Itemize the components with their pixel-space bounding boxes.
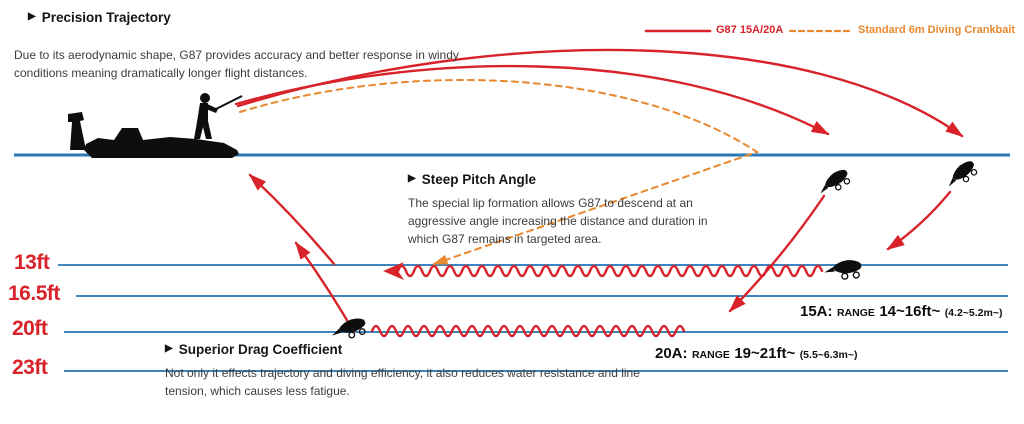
legend-label-g87: G87 15A/20A bbox=[716, 24, 784, 36]
retrieve-arrow-15a bbox=[248, 173, 336, 266]
range-15a-word: RANGE bbox=[836, 307, 875, 319]
triangle-marker-icon: ▶ bbox=[28, 10, 36, 22]
steep-pitch-angle-title-text: Steep Pitch Angle bbox=[421, 172, 536, 187]
precision-trajectory-body: Due to its aerodynamic shape, G87 provid… bbox=[14, 48, 459, 80]
swim-wave-20a bbox=[370, 324, 686, 338]
swim-wave-15a-arrowhead bbox=[383, 262, 404, 280]
range-label-15a: 15A: RANGE 14~16ft~ (4.2~5.2m~) bbox=[800, 303, 1002, 321]
range-20a-value: 19~21ft~ bbox=[734, 345, 796, 362]
steep-pitch-angle-body: The special lip formation allows G87 to … bbox=[408, 196, 708, 246]
range-label-20a: 20A: RANGE 19~21ft~ (5.5~6.3m~) bbox=[655, 345, 857, 363]
depth-label-23ft: 23ft bbox=[12, 356, 48, 379]
superior-drag-coefficient-body: Not only it effects trajectory and divin… bbox=[165, 366, 640, 398]
cast-curve-far bbox=[236, 48, 964, 138]
angler-silhouette bbox=[194, 93, 218, 139]
triangle-marker-icon: ▶ bbox=[165, 342, 173, 354]
crankbait-surface-near-icon bbox=[814, 165, 854, 201]
depth-label-13ft: 13ft bbox=[14, 251, 50, 274]
boat-silhouette bbox=[68, 112, 239, 158]
fishing-rod bbox=[213, 95, 243, 111]
superior-drag-coefficient-title: ▶ Superior Drag Coefficient bbox=[165, 342, 342, 357]
range-15a-metric: (4.2~5.2m~) bbox=[944, 307, 1003, 319]
crankbait-surface-far-icon bbox=[942, 157, 981, 194]
depth-label-16-5ft: 16.5ft bbox=[8, 282, 60, 305]
dive-arrow-15a bbox=[886, 190, 952, 251]
range-20a-model: 20A: bbox=[655, 345, 688, 362]
depth-label-20ft: 20ft bbox=[12, 317, 48, 340]
swim-wave-15a bbox=[396, 264, 824, 278]
range-15a-model: 15A: bbox=[800, 303, 833, 320]
range-20a-metric: (5.5~6.3m~) bbox=[799, 349, 858, 361]
crankbait-20a-icon bbox=[328, 314, 370, 345]
triangle-marker-icon: ▶ bbox=[408, 172, 416, 184]
steep-pitch-angle-title: ▶ Steep Pitch Angle bbox=[408, 172, 536, 187]
standard-cast-and-dive-path bbox=[239, 79, 760, 265]
retrieve-arrow-20a bbox=[294, 241, 356, 334]
superior-drag-coefficient-title-text: Superior Drag Coefficient bbox=[178, 342, 343, 357]
crankbait-15a-icon bbox=[822, 258, 864, 282]
range-15a-value: 14~16ft~ bbox=[879, 303, 941, 320]
legend-label-standard: Standard 6m Diving Crankbait bbox=[858, 24, 1016, 36]
dive-arrow-20a bbox=[728, 194, 826, 313]
precision-trajectory-title: ▶ Precision Trajectory bbox=[28, 10, 171, 25]
range-20a-word: RANGE bbox=[691, 349, 730, 361]
precision-trajectory-title-text: Precision Trajectory bbox=[41, 10, 171, 25]
